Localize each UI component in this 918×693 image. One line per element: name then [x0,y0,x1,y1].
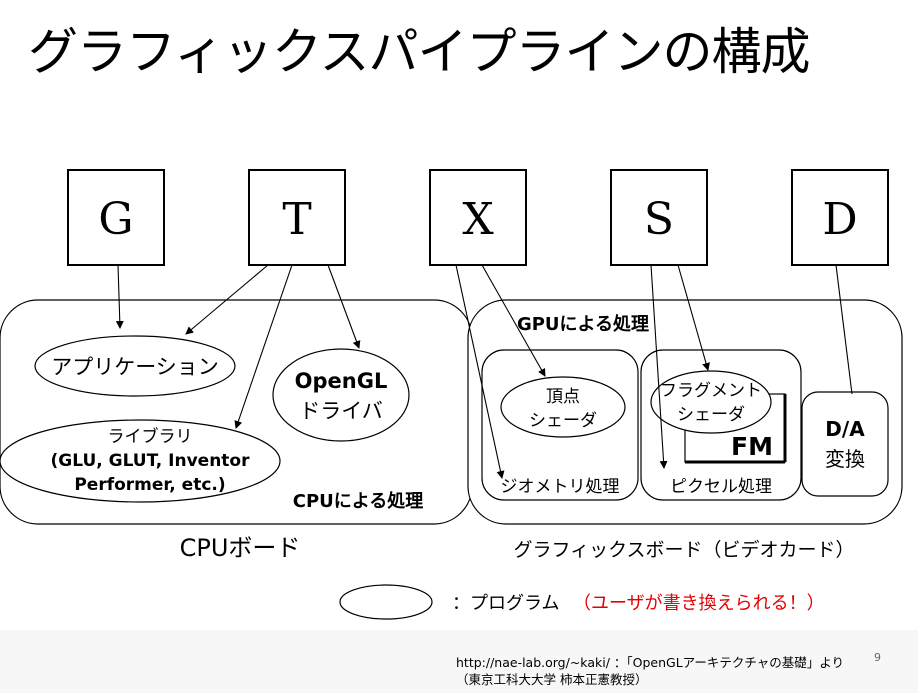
stage-label-s: S [644,194,674,245]
cpu-board-label: CPUボード [180,534,301,562]
vertex-shader-label-2: シェーダ [529,411,597,431]
line-d-to-da [835,264,853,395]
opengl-driver-ellipse [272,348,410,442]
graphics-board-label: グラフィックスボード（ビデオカード） [513,539,854,561]
stage-label-t: T [282,194,311,245]
arrow-x-to-geometry [455,264,505,479]
arrow-g-to-application [115,264,124,329]
library-label-3: Performer, etc.) [74,475,225,495]
gpu-processing-label: GPUによる処理 [517,313,649,335]
library-ellipse [0,419,281,503]
legend-program-label: ：プログラム [452,593,559,614]
library-label-1: ライブラリ [108,426,193,447]
arrow-x-to-vertex [481,264,546,377]
application-ellipse [34,335,236,397]
pixel-label: ピクセル処理 [670,477,772,497]
slide-title: グラフィックスパイプラインの構成 [28,23,810,81]
geometry-label: ジオメトリ処理 [501,477,620,497]
arrow-s-to-pixel [650,264,668,469]
arrow-s-to-fragment [677,264,710,371]
vertex-shader-ellipse [500,376,626,438]
stage-label-x: X [462,194,494,245]
opengl-driver-label-1: OpenGL [295,369,388,393]
arrow-t-to-application [185,264,269,335]
da-box [801,391,889,497]
da-label-2: 変換 [825,447,865,471]
credit-line-1: http://nae-lab.org/~kaki/ ：「OpenGLアーキテクチ… [456,655,845,670]
stage-box-t: T [248,169,346,266]
stage-box-s: S [610,169,708,266]
fm-label: FM [731,432,773,461]
legend-note: （ユーザが書き換えられる！） [573,593,825,614]
da-label-1: D/A [825,417,865,441]
application-label: アプリケーション [51,355,219,379]
vertex-shader-label-1: 頂点 [546,387,580,407]
stage-box-d: D [791,169,889,266]
opengl-driver-label-2: ドライバ [299,399,383,423]
stage-box-g: G [67,169,165,266]
fragment-shader-ellipse [650,370,772,434]
connectors [115,264,853,479]
legend-ellipse [339,584,433,620]
stage-label-g: G [98,194,133,245]
page-number: 9 [874,651,881,664]
credit-line-2: （東京工科大大学 柿本正憲教授） [456,672,648,687]
footer-bar [0,630,918,693]
arrow-t-to-library [234,264,293,429]
cpu-processing-label: CPUによる処理 [293,490,423,512]
stage-box-x: X [429,169,527,266]
fragment-shader-label-2: シェーダ [677,405,745,425]
stage-label-d: D [822,194,857,245]
fragment-shader-label-1: フラグメント [660,381,762,401]
library-label-2: (GLU, GLUT, Inventor [51,451,251,471]
arrow-t-to-driver [327,264,361,349]
